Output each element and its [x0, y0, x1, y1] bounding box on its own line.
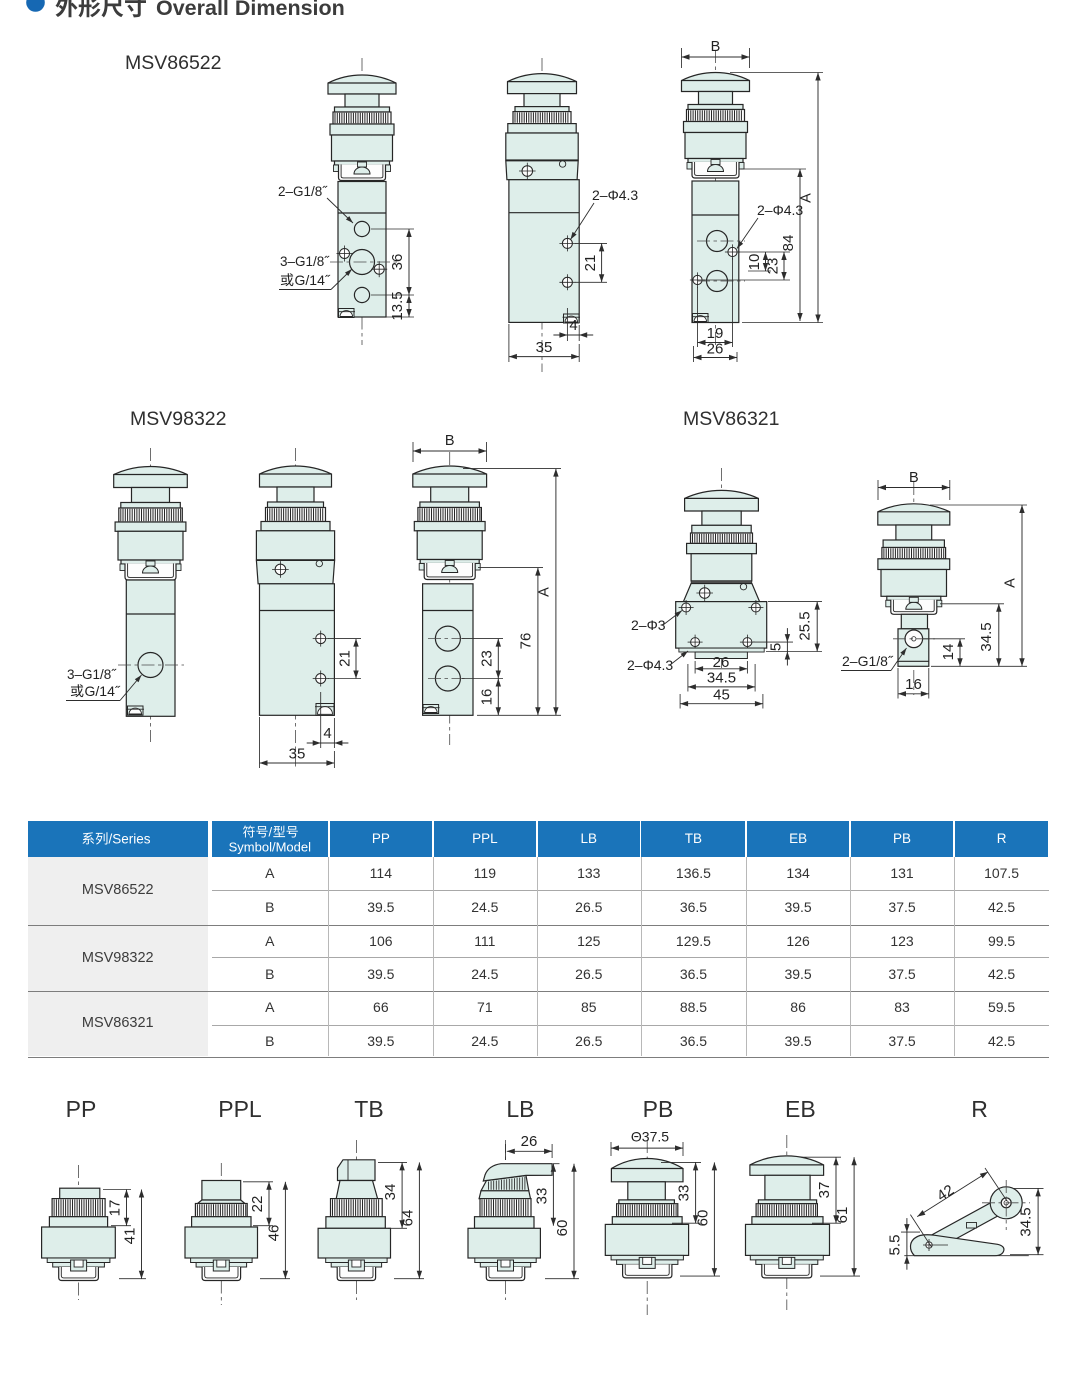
svg-text:64: 64 — [399, 1210, 416, 1227]
svg-text:34: 34 — [382, 1184, 399, 1201]
svg-text:84: 84 — [780, 235, 797, 252]
svg-text:35: 35 — [289, 746, 306, 763]
svg-text:4: 4 — [569, 317, 577, 334]
svg-text:26: 26 — [521, 1133, 538, 1150]
svg-text:G/14˝: G/14˝ — [295, 272, 331, 288]
svg-text:60: 60 — [554, 1220, 571, 1237]
svg-text:2–G1/8˝: 2–G1/8˝ — [278, 184, 328, 199]
svg-text:5: 5 — [768, 643, 785, 651]
svg-text:Overall Dimension: Overall Dimension — [156, 0, 345, 20]
svg-text:26: 26 — [707, 341, 724, 358]
svg-text:17: 17 — [107, 1200, 124, 1217]
svg-text:B: B — [445, 433, 455, 449]
svg-text:Symbol/Model: Symbol/Model — [229, 840, 311, 855]
svg-text:10: 10 — [746, 254, 763, 271]
svg-text:TB: TB — [354, 1096, 383, 1122]
svg-text:B: B — [711, 39, 721, 55]
svg-text:33: 33 — [533, 1188, 550, 1205]
svg-text:/: / — [269, 825, 273, 840]
svg-text:16: 16 — [905, 676, 922, 693]
svg-text:4: 4 — [323, 725, 331, 742]
svg-text:PPL: PPL — [218, 1096, 262, 1122]
svg-text:23: 23 — [479, 650, 496, 667]
svg-text:2–Φ3: 2–Φ3 — [631, 617, 666, 633]
svg-text:21: 21 — [582, 255, 599, 272]
svg-text:A: A — [1003, 578, 1019, 588]
svg-text:EB: EB — [785, 1096, 816, 1122]
svg-text:MSV98322: MSV98322 — [130, 408, 226, 430]
svg-text:35: 35 — [536, 339, 553, 356]
svg-text:41: 41 — [122, 1228, 139, 1245]
svg-text:37: 37 — [816, 1182, 833, 1199]
svg-text:/Series: /Series — [109, 832, 151, 847]
svg-text:2–Φ4.3: 2–Φ4.3 — [757, 202, 803, 218]
svg-text:G/14˝: G/14˝ — [85, 683, 121, 699]
svg-text:3–G1/8˝: 3–G1/8˝ — [280, 254, 330, 269]
svg-text:LB: LB — [506, 1096, 534, 1122]
svg-text:42: 42 — [934, 1182, 957, 1205]
svg-text:60: 60 — [694, 1210, 711, 1227]
svg-text:MSV86522: MSV86522 — [125, 52, 221, 74]
svg-text:19: 19 — [707, 325, 724, 342]
svg-text:14: 14 — [940, 644, 957, 661]
svg-text:R: R — [971, 1096, 988, 1122]
svg-text:2–Φ4.3: 2–Φ4.3 — [592, 187, 638, 203]
svg-text:25.5: 25.5 — [797, 611, 814, 640]
svg-text:A: A — [537, 587, 553, 597]
svg-text:2–Φ4.3: 2–Φ4.3 — [627, 657, 673, 673]
svg-text:34.5: 34.5 — [1018, 1207, 1035, 1236]
svg-text:46: 46 — [265, 1225, 282, 1242]
svg-text:33: 33 — [676, 1185, 693, 1202]
svg-text:PB: PB — [643, 1096, 674, 1122]
svg-text:26: 26 — [713, 654, 730, 671]
svg-text:PP: PP — [66, 1096, 97, 1122]
svg-text:5.5: 5.5 — [887, 1235, 904, 1256]
svg-text:21: 21 — [337, 650, 354, 667]
svg-text:16: 16 — [479, 689, 496, 706]
svg-text:2–G1/8˝: 2–G1/8˝ — [842, 653, 894, 669]
svg-text:34.5: 34.5 — [978, 622, 995, 651]
svg-text:13.5: 13.5 — [389, 291, 406, 320]
svg-text:76: 76 — [518, 633, 535, 650]
svg-text:3–G1/8˝: 3–G1/8˝ — [67, 667, 117, 682]
svg-text:34.5: 34.5 — [707, 670, 736, 687]
svg-text:Θ37.5: Θ37.5 — [631, 1129, 669, 1145]
svg-text:A: A — [799, 193, 815, 203]
svg-text:B: B — [909, 470, 919, 486]
svg-text:61: 61 — [834, 1207, 851, 1224]
svg-text:22: 22 — [249, 1196, 266, 1213]
svg-text:23: 23 — [765, 258, 782, 275]
svg-text:MSV86321: MSV86321 — [683, 408, 779, 430]
svg-text:36: 36 — [389, 254, 406, 271]
svg-text:45: 45 — [713, 687, 730, 704]
